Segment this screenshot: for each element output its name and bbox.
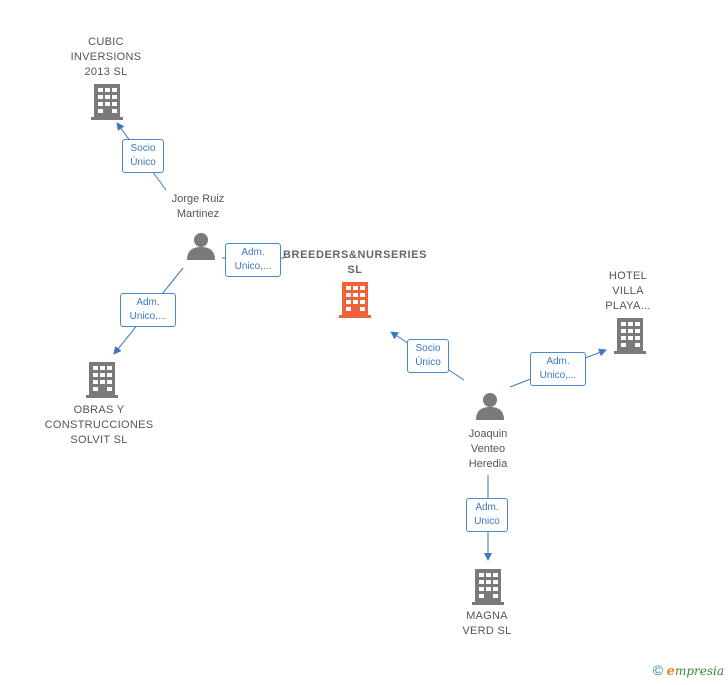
edge-label-joaquin-magna[interactable]: Adm. Unico [466, 498, 508, 532]
person-label-joaquin[interactable]: Joaquin Venteo Heredia [468, 428, 508, 470]
person-label-jorge[interactable]: Jorge Ruiz Martinez [171, 193, 225, 220]
brand-name: mpresia [674, 664, 724, 678]
person-icon[interactable] [475, 392, 505, 420]
building-icon[interactable] [86, 362, 118, 398]
edge-label-joaquin-breeders[interactable]: Socio Único [407, 339, 449, 373]
edge-label-jorge-obras[interactable]: Adm. Unico,... [120, 293, 176, 327]
company-label-breeders[interactable]: BREEDERS&NURSERIES SL [282, 249, 428, 276]
company-label-obras[interactable]: OBRAS Y CONSTRUCCIONES SOLVIT SL [44, 404, 154, 446]
building-icon[interactable] [472, 569, 504, 605]
company-label-cubic[interactable]: CUBIC INVERSIONS 2013 SL [70, 36, 142, 78]
building-icon[interactable] [91, 84, 123, 120]
copyright-icon: © [652, 662, 664, 678]
company-label-magna[interactable]: MAGNA VERD SL [462, 610, 512, 637]
edge-label-joaquin-hotel[interactable]: Adm. Unico,... [530, 352, 586, 386]
edge-label-jorge-cubic[interactable]: Socio Único [122, 139, 164, 173]
building-icon[interactable] [614, 318, 646, 354]
brand-footer: © empresia [653, 662, 724, 679]
edge-label-jorge-breeders[interactable]: Adm. Unico,... [225, 243, 281, 277]
building-icon[interactable] [339, 282, 371, 318]
company-label-hotel[interactable]: HOTEL VILLA PLAYA... [605, 270, 651, 312]
person-icon[interactable] [186, 232, 216, 260]
brand-initial: e [666, 664, 675, 679]
